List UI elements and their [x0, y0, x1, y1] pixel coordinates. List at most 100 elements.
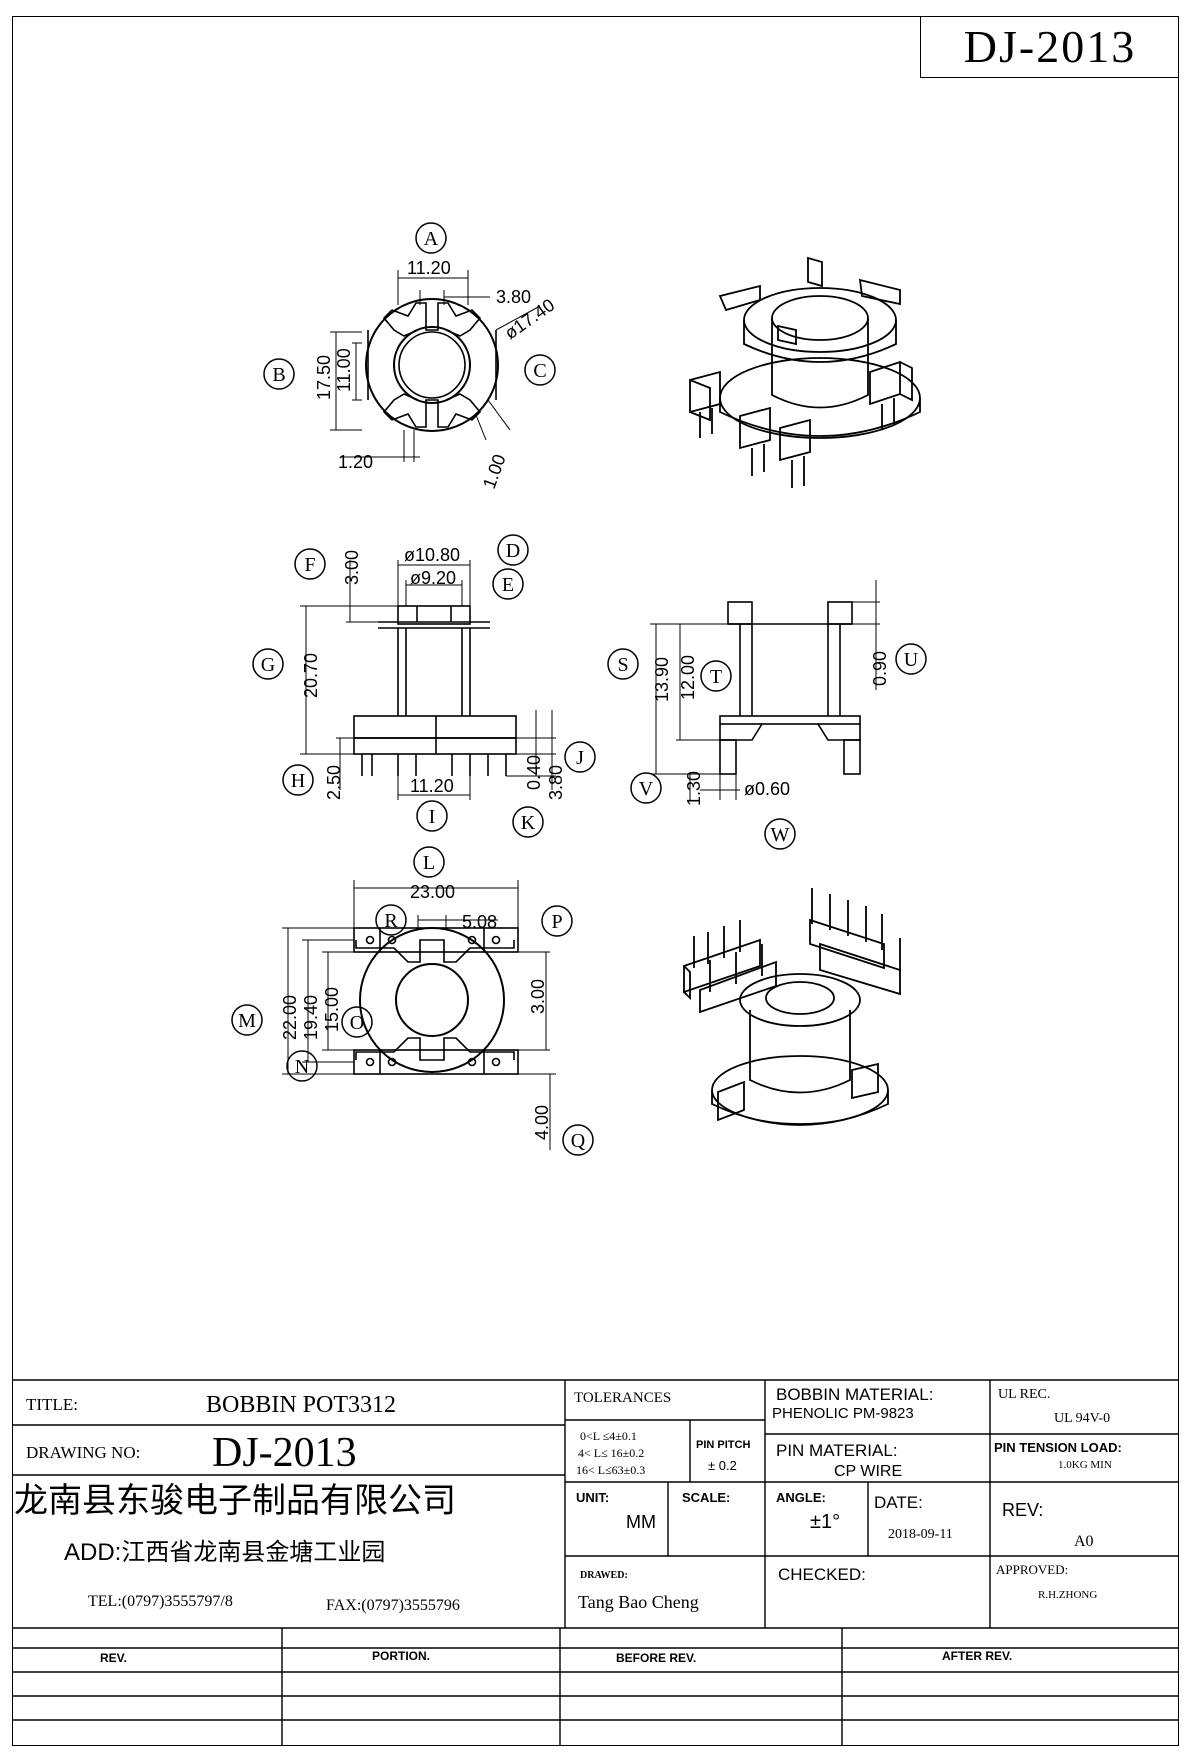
ul-rec-label: UL REC. — [998, 1387, 1050, 1402]
end-view — [650, 580, 880, 800]
dim-top-width: 11.20 — [407, 258, 451, 278]
callout-g: G — [261, 654, 275, 676]
dim-top-h-outer: 17.50 — [314, 355, 334, 400]
after-rev-header: AFTER REV. — [942, 1649, 1012, 1663]
unit-value: MM — [626, 1512, 656, 1532]
dim-side-040: 0.40 — [524, 755, 544, 790]
title-value: BOBBIN POT3312 — [206, 1392, 396, 1418]
pin-material-label: PIN MATERIAL: — [776, 1441, 898, 1460]
date-value: 2018-09-11 — [888, 1527, 953, 1542]
callout-l: L — [423, 852, 435, 874]
dim-top-slot: 3.80 — [496, 287, 531, 307]
dim-bot-2200: 22.00 — [280, 995, 300, 1040]
callout-d: D — [506, 540, 520, 562]
checked-label: CHECKED: — [778, 1565, 866, 1584]
tolerance-3: 16< L≤63±0.3 — [576, 1463, 645, 1477]
callout-t: T — [710, 666, 722, 688]
rev-value: A0 — [1074, 1533, 1094, 1550]
side-view — [300, 560, 556, 800]
callout-o: O — [350, 1012, 364, 1034]
bobbin-material-label: BOBBIN MATERIAL: — [776, 1385, 933, 1404]
drawing-no-value: DJ-2013 — [212, 1430, 357, 1476]
dim-top-h-inner: 11.00 — [334, 348, 354, 392]
rev-label: REV: — [1002, 1500, 1043, 1520]
isometric-view-bottom — [683, 888, 901, 1126]
drawing-no-label: DRAWING NO: — [26, 1443, 140, 1462]
dim-end-1200: 12.00 — [678, 655, 698, 700]
angle-label: ANGLE: — [776, 1490, 826, 1505]
callout-j: J — [576, 747, 584, 769]
dim-top-gap: 1.00 — [479, 452, 510, 492]
dim-side-d2: ø9.20 — [410, 568, 456, 588]
bobbin-material-value: PHENOLIC PM-9823 — [772, 1405, 914, 1422]
callout-e: E — [502, 574, 514, 596]
rev-header: REV. — [100, 1651, 127, 1665]
callout-r: R — [384, 910, 398, 932]
tolerances-label: TOLERANCES — [574, 1390, 671, 1406]
callout-i: I — [429, 806, 436, 828]
dim-bot-width: 23.00 — [410, 882, 455, 902]
callout-f: F — [304, 554, 315, 576]
callout-v: V — [639, 778, 654, 800]
title-block-grid — [12, 1379, 1179, 1746]
title-label: TITLE: — [26, 1395, 78, 1414]
pin-tension-label: PIN TENSION LOAD: — [994, 1440, 1122, 1455]
pin-pitch-value: ± 0.2 — [708, 1458, 737, 1473]
top-view — [330, 270, 541, 462]
bottom-view — [282, 880, 556, 1150]
dim-side-d1: ø10.80 — [404, 545, 460, 565]
callout-w: W — [771, 824, 790, 846]
ul-rec-value: UL 94V-0 — [1054, 1411, 1110, 1426]
dim-bot-1500: 15.00 — [322, 987, 342, 1032]
callout-q: Q — [571, 1130, 586, 1152]
doc-number: DJ-2013 — [963, 21, 1137, 72]
callout-a: A — [424, 228, 439, 250]
dim-side-top: 3.00 — [342, 550, 362, 585]
callout-b: B — [272, 364, 285, 386]
callout-c: C — [533, 360, 546, 382]
drawed-value: Tang Bao Cheng — [578, 1592, 699, 1612]
tolerance-2: 4< L≤ 16±0.2 — [578, 1446, 644, 1460]
dim-end-090: 0.90 — [870, 651, 890, 686]
tolerance-1: 0<L ≤4±0.1 — [580, 1429, 637, 1443]
pin-pitch-label: PIN PITCH — [696, 1439, 750, 1451]
dim-bot-300: 3.00 — [528, 979, 548, 1014]
approved-label: APPROVED: — [996, 1562, 1068, 1577]
angle-value: ±1° — [810, 1511, 840, 1533]
dim-side-height: 20.70 — [301, 653, 321, 698]
portion-header: PORTION. — [372, 1649, 430, 1663]
company-fax: FAX:(0797)3555796 — [326, 1597, 460, 1614]
scale-label: SCALE: — [682, 1490, 730, 1505]
approved-value: R.H.ZHONG — [1038, 1589, 1097, 1601]
pin-material-value: CP WIRE — [834, 1463, 902, 1480]
callout-h: H — [291, 770, 305, 792]
drawed-label: DRAWED: — [580, 1570, 628, 1581]
company-address: ADD:江西省龙南县金塘工业园 — [64, 1539, 385, 1566]
dim-top-left: 1.20 — [338, 452, 373, 472]
callout-m: M — [238, 1010, 256, 1032]
callout-s: S — [617, 654, 628, 676]
before-rev-header: BEFORE REV. — [616, 1651, 696, 1665]
callout-u: U — [904, 649, 919, 671]
dim-end-pin: ø0.60 — [744, 779, 790, 799]
pin-tension-value: 1.0KG MIN — [1058, 1459, 1112, 1471]
dim-end-130: 1.30 — [684, 771, 704, 806]
dim-bot-400: 4.00 — [532, 1105, 552, 1140]
callout-p: P — [551, 911, 562, 933]
isometric-view-top — [689, 256, 921, 488]
callout-circles — [231, 222, 927, 1156]
company-tel: TEL:(0797)3555797/8 — [88, 1593, 233, 1610]
dim-bot-1940: 19.40 — [301, 995, 321, 1040]
callout-k: K — [521, 812, 536, 834]
company-name: 龙南县东骏电子制品有限公司 — [14, 1482, 456, 1520]
dim-side-pins: 11.20 — [410, 776, 454, 796]
dim-bot-pitch: 5.08 — [462, 912, 497, 932]
dim-side-380: 3.80 — [546, 765, 566, 800]
unit-label: UNIT: — [576, 1490, 609, 1505]
date-label: DATE: — [874, 1493, 923, 1512]
dim-end-1390: 13.90 — [652, 657, 672, 702]
doc-number-box: DJ-2013 — [920, 16, 1179, 78]
drawing-sheet — [12, 16, 1179, 1746]
callout-n: N — [295, 1056, 309, 1078]
